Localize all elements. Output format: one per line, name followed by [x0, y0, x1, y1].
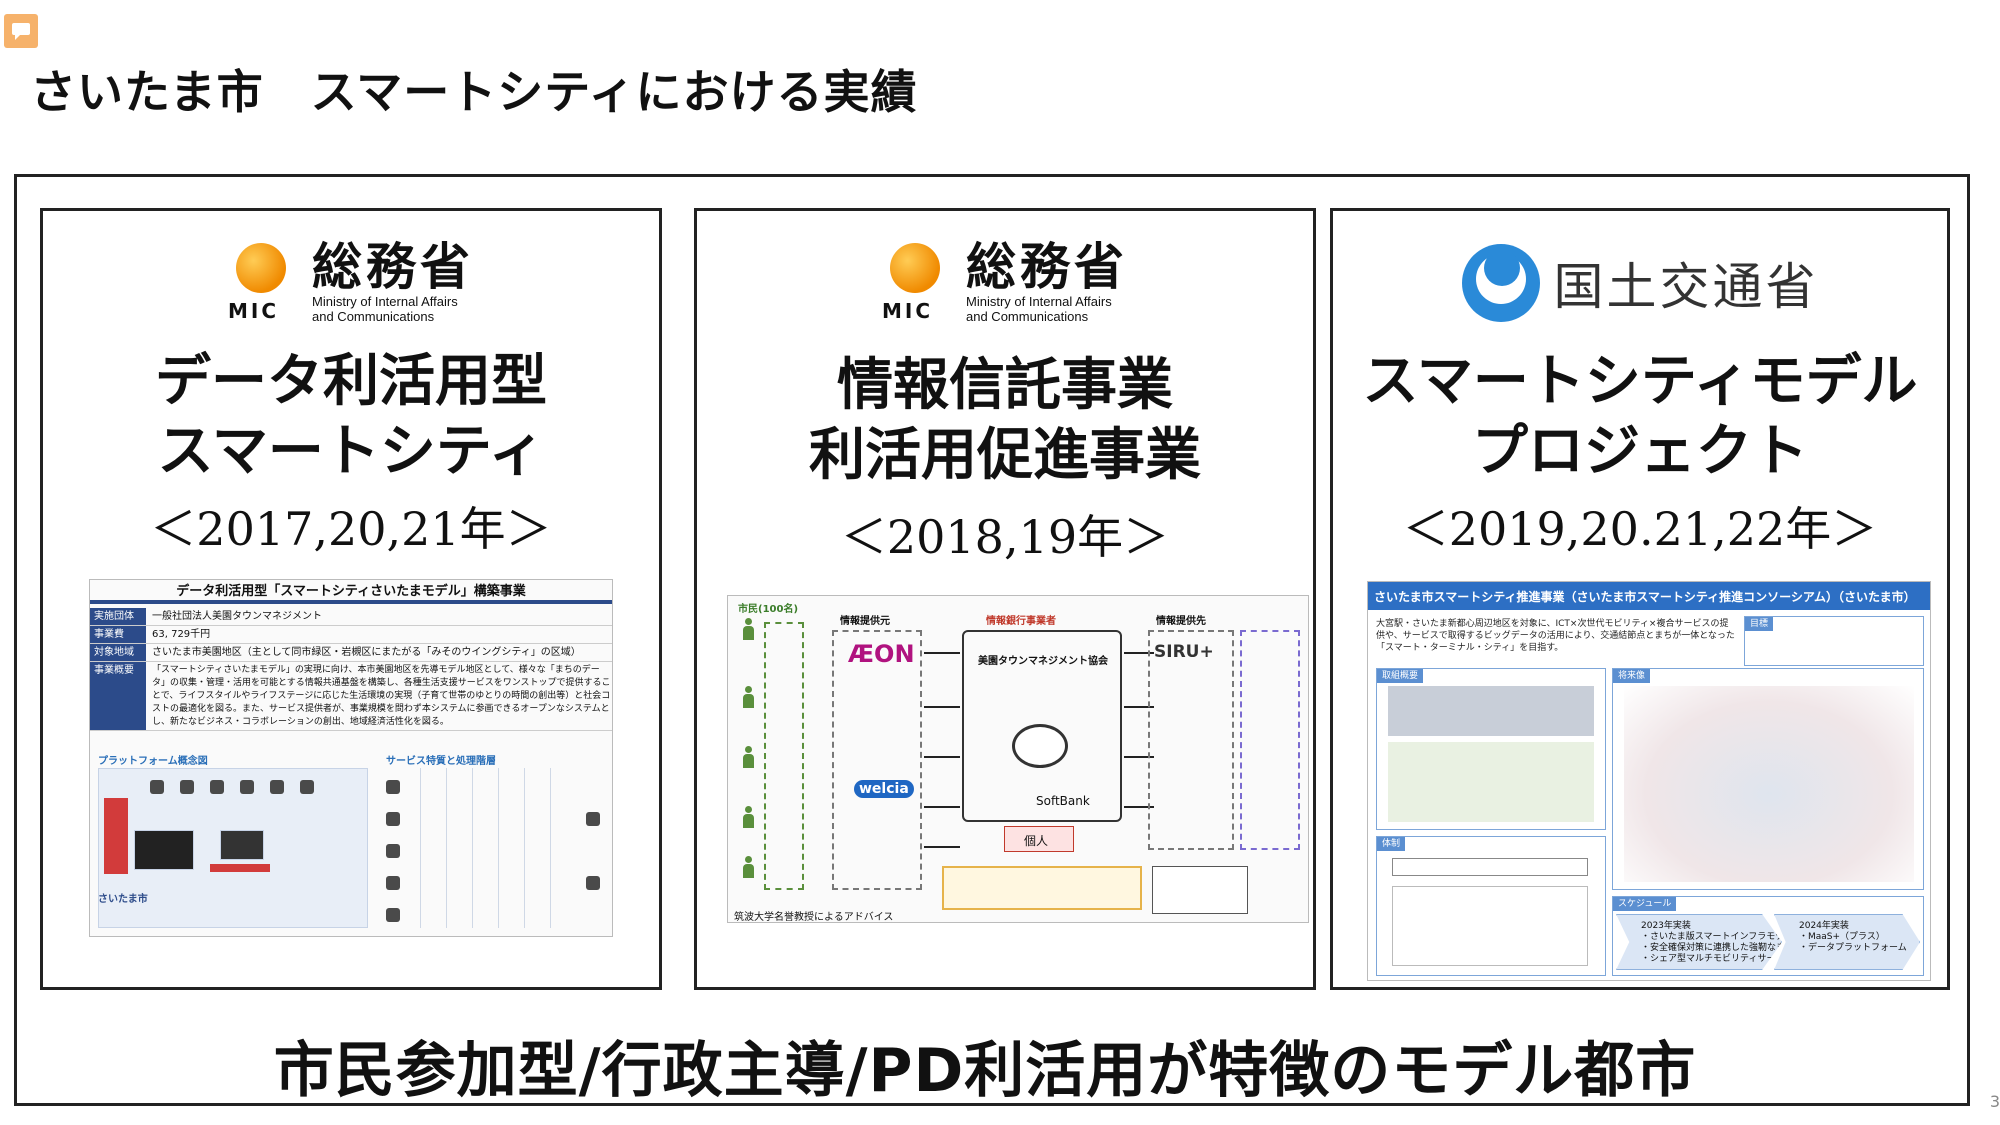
city-map-image [1624, 686, 1914, 882]
target-label: 情報提供先 [1156, 616, 1206, 627]
trust-label: 情報銀行事業者 [986, 616, 1056, 627]
mic-name-en-2: and Communications [312, 309, 435, 325]
mic-name-en-2: and Communications [966, 309, 1089, 325]
monitor-icon [134, 830, 194, 870]
mlit-name-jp: 国土交通省 [1553, 258, 1819, 316]
citizen-icon [742, 618, 754, 642]
mic-name-jp: 総務省 [966, 238, 1128, 297]
mlit-emblem-icon [1461, 244, 1540, 322]
city-label: さいたま市 [98, 894, 148, 905]
mic-logo: MIC 総務省 Ministry of Internal Affairs and… [697, 233, 1313, 333]
panel-data-utilization: MIC 総務省 Ministry of Internal Affairs and… [40, 208, 662, 990]
town-management-label: 美園タウンマネジメント協会 [978, 656, 1108, 667]
table-row: 対象地域さいたま市美園地区（主として同市緑区・岩槻区にまたがる「みそのウイングシ… [90, 644, 612, 662]
service-diagram-label: サービス特質と処理階層 [386, 756, 496, 767]
mic-name-en-1: Ministry of Internal Affairs [312, 293, 458, 309]
advice-label: 筑波大学名誉教授によるアドバイス [734, 912, 894, 923]
server-icon [220, 830, 264, 860]
panel-years: ＜2019,20.21,22年＞ [1402, 502, 1878, 556]
goal-box: 目標 [1744, 616, 1924, 666]
panel-heading: データ利活用型 スマートシティ [155, 349, 547, 484]
schedule-2023: 2023年実装 ・さいたま版スマートインフラモデル ・安全確保対策に連携した強靭… [1616, 914, 1782, 970]
provider-label: 情報提供元 [840, 616, 890, 627]
aeon-logo: ÆON [848, 640, 915, 668]
project-summary-thumbnail: データ利活用型「スマートシティさいたまモデル」構築事業 実施団体一般社団法人美園… [89, 579, 613, 937]
panel-years: ＜2017,20,21年＞ [150, 502, 552, 556]
schedule-2024: 2024年実装 ・MaaS+（プラス） ・データプラットフォーム [1774, 914, 1920, 970]
page-number: 3 [1989, 1092, 2000, 1111]
info-bank-diagram-thumbnail: 市民(100名) 情報提供元 ÆON welcia 情報銀行事業者 美園タウンマ… [727, 595, 1309, 923]
info-bank-box [962, 630, 1122, 822]
panel-years: ＜2018,19年＞ [840, 510, 1170, 564]
slide-tagline: 市民参加型/行政主導/PD利活用が特徴のモデル都市 [273, 1036, 1697, 1106]
mlit-project-thumbnail: さいたま市スマートシティ推進事業（さいたま市スマートシティ推進コンソーシアム）（… [1367, 581, 1931, 981]
citizen-icon [742, 746, 754, 770]
mic-name-en-1: Ministry of Internal Affairs [966, 293, 1112, 309]
slide-title: さいたま市 スマートシティにおける実績 [30, 65, 918, 119]
softbank-label: SoftBank [1036, 794, 1090, 808]
thumbnail-title: データ利活用型「スマートシティさいたまモデル」構築事業 [176, 584, 526, 599]
mlit-logo: 国土交通省 [1333, 233, 1947, 333]
welcia-logo: welcia [854, 780, 914, 798]
siru-logo: SIRU+ [1154, 642, 1214, 662]
citizen-icon [742, 806, 754, 830]
thumbnail-header: さいたま市スマートシティ推進事業（さいたま市スマートシティ推進コンソーシアム）（… [1368, 582, 1930, 610]
citizen-label: 市民(100名) [738, 604, 799, 615]
mic-name-jp: 総務省 [312, 238, 474, 297]
table-row: 事業概要「スマートシティさいたまモデル」の実現に向け、本市美園地区を先導モデル地… [90, 662, 612, 731]
comment-icon[interactable] [4, 14, 38, 48]
platform-diagram-label: プラットフォーム概念図 [98, 756, 208, 767]
panel-heading: スマートシティモデル プロジェクト [1362, 349, 1918, 484]
project-intro: 大宮駅・さいたま新都心周辺地区を対象に、ICT×次世代モビリティ×複合サービスの… [1376, 619, 1735, 653]
table-row: 実施団体一般社団法人美園タウンマネジメント [90, 608, 612, 626]
panel-information-trust: MIC 総務省 Ministry of Internal Affairs and… [694, 208, 1316, 990]
citizen-icon [742, 856, 754, 880]
panel-heading: 情報信託事業 利活用促進事業 [809, 353, 1201, 488]
citizen-icon [742, 686, 754, 710]
mic-emblem-icon: MIC [882, 243, 952, 323]
database-icon [1012, 724, 1068, 768]
content-frame [14, 174, 1970, 1106]
mic-emblem-icon: MIC [228, 243, 298, 323]
mic-logo: MIC 総務省 Ministry of Internal Affairs and… [43, 233, 659, 333]
panel-smart-city-model: 国土交通省 スマートシティモデル プロジェクト ＜2019,20.21,22年＞… [1330, 208, 1950, 990]
individual-label: 個人 [1024, 834, 1049, 848]
